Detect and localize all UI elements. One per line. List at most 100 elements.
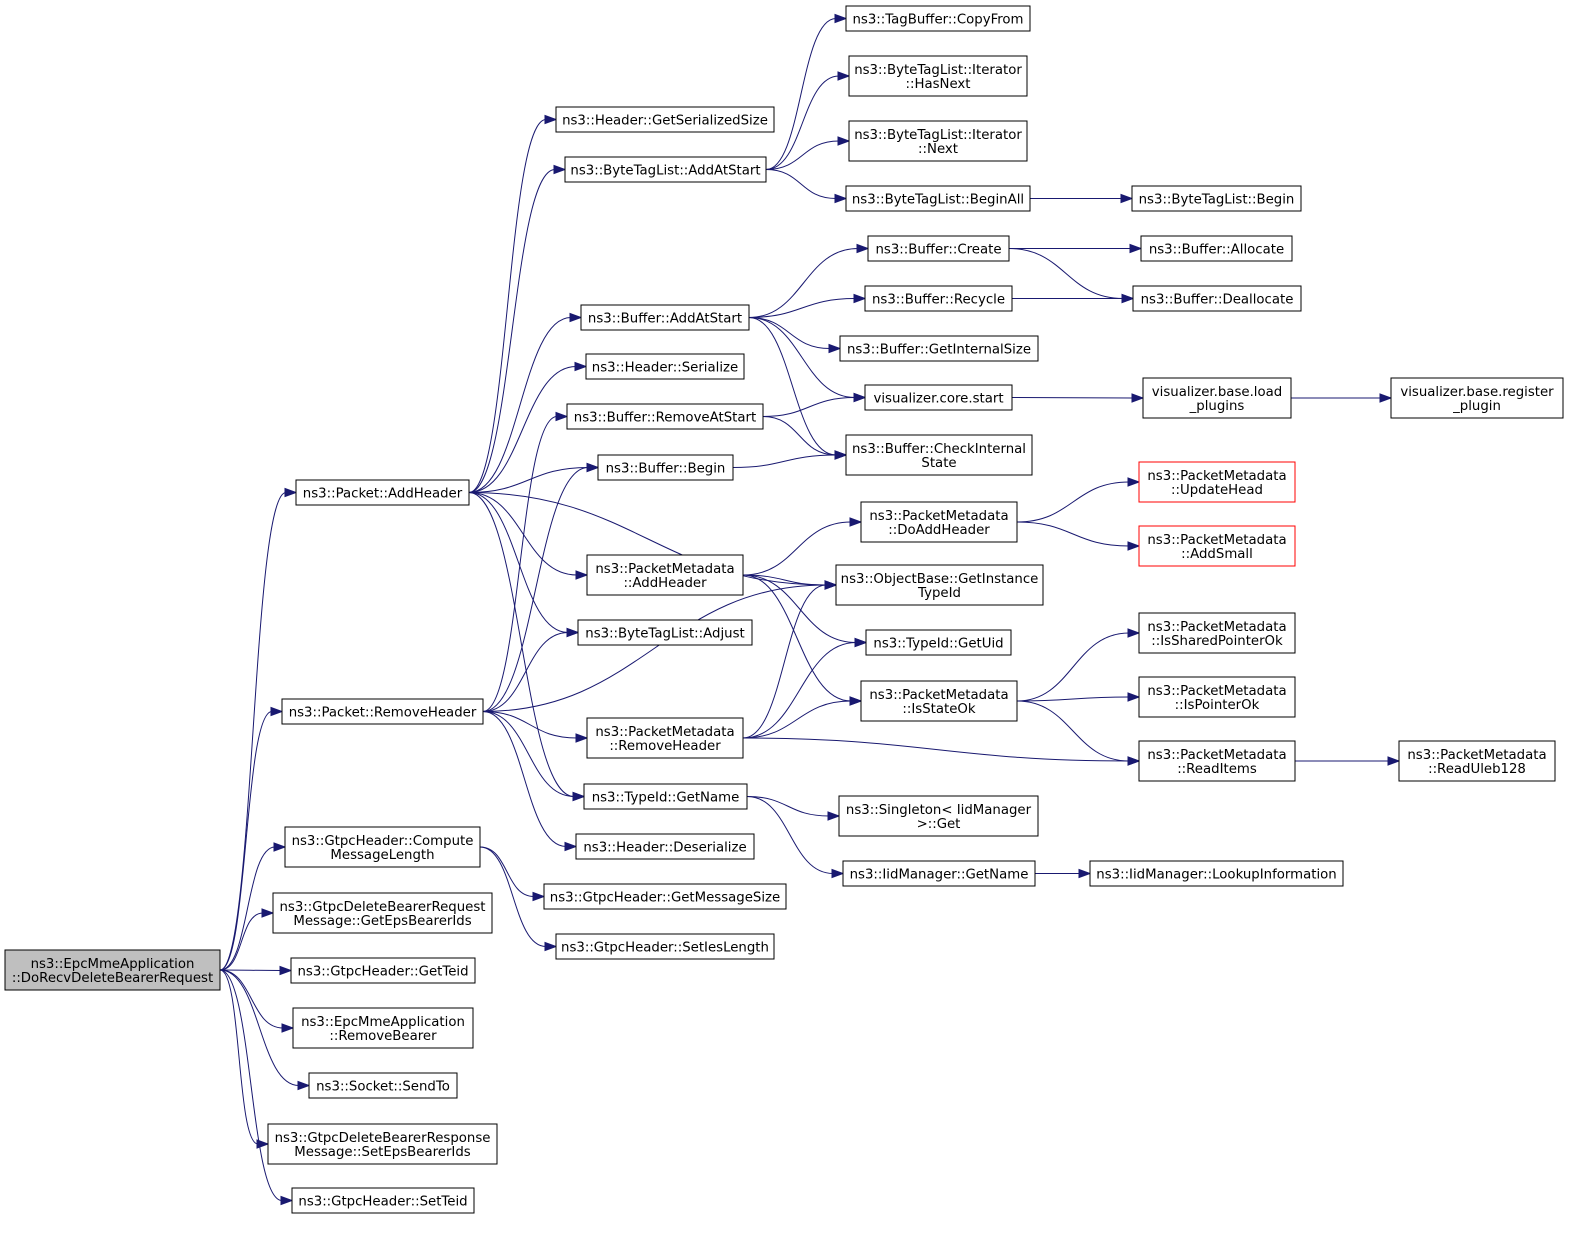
node-box xyxy=(1140,235,1293,262)
node-box xyxy=(566,403,764,430)
node-btl-iter-has-next[interactable]: ns3::ByteTagList::Iterator::HasNext xyxy=(848,55,1028,97)
node-pm-is-pointer-ok[interactable]: ns3::PacketMetadata::IsPointerOk xyxy=(1138,676,1296,718)
node-pm-do-add-header[interactable]: ns3::PacketMetadata::DoAddHeader xyxy=(860,501,1018,543)
node-pm-add-header[interactable]: ns3::PacketMetadata::AddHeader xyxy=(586,554,744,596)
node-box xyxy=(860,501,1018,543)
node-label: ns3::ByteTagList::Iterator xyxy=(854,128,1022,143)
node-box xyxy=(845,185,1031,212)
node-pm-read-items[interactable]: ns3::PacketMetadata::ReadItems xyxy=(1138,740,1296,782)
edge-root-to-set-eps-bearer-ids xyxy=(219,969,270,1149)
edge-buf-remove-at-start-to-buf-check-internal-state xyxy=(762,416,848,460)
edge-add-header-to-hdr-serialize xyxy=(468,361,588,493)
node-set-eps-bearer-ids[interactable]: ns3::GtpcDeleteBearerResponseMessage::Se… xyxy=(267,1123,498,1165)
node-buf-deallocate[interactable]: ns3::Buffer::Deallocate xyxy=(1132,285,1302,312)
edge-add-header-to-hdr-get-serialized-size xyxy=(468,114,558,493)
arrowhead xyxy=(544,941,558,952)
node-gtpc-get-message-size[interactable]: ns3::GtpcHeader::GetMessageSize xyxy=(543,883,787,910)
node-btl-begin-all[interactable]: ns3::ByteTagList::BeginAll xyxy=(845,185,1031,212)
node-box xyxy=(290,957,476,984)
node-gtpc-set-ies-length[interactable]: ns3::GtpcHeader::SetIesLength xyxy=(555,933,775,960)
node-get-teid[interactable]: ns3::GtpcHeader::GetTeid xyxy=(290,957,476,984)
node-buf-remove-at-start[interactable]: ns3::Buffer::RemoveAtStart xyxy=(566,403,764,430)
node-pm-is-shared-pointer-ok[interactable]: ns3::PacketMetadata::IsSharedPointerOk xyxy=(1138,612,1296,654)
node-pm-read-uleb128[interactable]: ns3::PacketMetadata::ReadUleb128 xyxy=(1398,740,1556,782)
edge-pm-remove-header-to-type-id-get-uid xyxy=(742,637,868,739)
node-buf-allocate[interactable]: ns3::Buffer::Allocate xyxy=(1140,235,1293,262)
arrowhead xyxy=(1387,756,1401,766)
node-btl-iter-next[interactable]: ns3::ByteTagList::Iterator::Next xyxy=(848,120,1028,162)
arrowhead xyxy=(1127,477,1141,487)
node-label: ns3::PacketMetadata xyxy=(595,725,734,740)
node-pm-remove-header[interactable]: ns3::PacketMetadata::RemoveHeader xyxy=(586,717,744,759)
edge-buf-recycle-to-buf-deallocate xyxy=(1011,293,1135,304)
node-label: visualizer.core.start xyxy=(873,392,1003,407)
node-box xyxy=(848,55,1028,97)
node-box xyxy=(597,454,734,481)
node-singleton-get[interactable]: ns3::Singleton< IidManager>::Get xyxy=(838,795,1039,837)
node-iid-lookup-information[interactable]: ns3::IidManager::LookupInformation xyxy=(1089,860,1344,887)
node-get-eps-bearer-ids[interactable]: ns3::GtpcDeleteBearerRequestMessage::Get… xyxy=(272,892,493,934)
edge-remove-header-to-pm-remove-header xyxy=(482,711,589,743)
edge-buf-create-to-buf-deallocate xyxy=(1008,248,1135,304)
edge-root-to-get-eps-bearer-ids xyxy=(219,908,275,971)
node-label: ns3::ByteTagList::Begin xyxy=(1139,193,1295,208)
node-label: ns3::PacketMetadata xyxy=(1147,533,1286,548)
node-label: ::IsStateOk xyxy=(902,702,975,717)
node-label: ns3::GtpcHeader::GetMessageSize xyxy=(550,891,780,906)
node-hdr-deserialize[interactable]: ns3::Header::Deserialize xyxy=(575,833,755,860)
edge-iid-get-name-to-iid-lookup-information xyxy=(1034,868,1092,879)
node-tag-buf-copy-from[interactable]: ns3::TagBuffer::CopyFrom xyxy=(845,5,1031,32)
node-label: ns3::ByteTagList::Adjust xyxy=(585,627,744,642)
node-type-id-get-uid[interactable]: ns3::TypeId::GetUid xyxy=(865,629,1012,656)
node-buf-add-at-start[interactable]: ns3::Buffer::AddAtStart xyxy=(580,304,750,331)
node-type-id-get-name[interactable]: ns3::TypeId::GetName xyxy=(583,783,748,810)
node-hdr-serialize[interactable]: ns3::Header::Serialize xyxy=(585,353,745,380)
node-root[interactable]: ns3::EpcMmeApplication::DoRecvDeleteBear… xyxy=(4,949,221,991)
node-buf-recycle[interactable]: ns3::Buffer::Recycle xyxy=(864,285,1013,312)
node-pm-is-state-ok[interactable]: ns3::PacketMetadata::IsStateOk xyxy=(860,680,1018,722)
node-label: ns3::GtpcHeader::GetTeid xyxy=(297,965,468,980)
arrowhead xyxy=(837,71,851,81)
edge-add-header-to-pm-add-header xyxy=(468,492,589,580)
node-btl-begin[interactable]: ns3::ByteTagList::Begin xyxy=(1131,185,1302,212)
node-send-to[interactable]: ns3::Socket::SendTo xyxy=(308,1072,458,1099)
edge-btl-add-at-start-to-tag-buf-copy-from xyxy=(765,13,848,170)
node-buf-begin[interactable]: ns3::Buffer::Begin xyxy=(597,454,734,481)
node-pm-update-head[interactable]: ns3::PacketMetadata::UpdateHead xyxy=(1138,461,1296,503)
node-label: ns3::Buffer::Create xyxy=(875,243,1001,258)
arrowhead xyxy=(569,312,583,323)
node-pm-add-small[interactable]: ns3::PacketMetadata::AddSmall xyxy=(1138,525,1296,567)
node-btl-adjust[interactable]: ns3::ByteTagList::Adjust xyxy=(577,619,753,646)
node-set-teid[interactable]: ns3::GtpcHeader::SetTeid xyxy=(291,1187,475,1214)
edge-buf-add-at-start-to-buf-recycle xyxy=(748,293,867,318)
arrowhead xyxy=(853,392,867,403)
node-box xyxy=(564,156,767,183)
node-add-header[interactable]: ns3::Packet::AddHeader xyxy=(295,479,470,506)
node-box xyxy=(1142,377,1292,419)
node-label: ns3::Singleton< IidManager xyxy=(846,803,1032,818)
node-vis-base-load-plugins[interactable]: visualizer.base.load_plugins xyxy=(1142,377,1292,419)
arrowhead xyxy=(575,570,589,580)
node-label: ::ReadUleb128 xyxy=(1428,762,1526,777)
node-box xyxy=(1138,740,1296,782)
node-vis-core-start[interactable]: visualizer.core.start xyxy=(864,384,1013,411)
node-iid-get-name[interactable]: ns3::IidManager::GetName xyxy=(842,860,1036,887)
node-hdr-get-serialized-size[interactable]: ns3::Header::GetSerializedSize xyxy=(555,106,775,133)
node-buf-get-internal-size[interactable]: ns3::Buffer::GetInternalSize xyxy=(839,335,1039,362)
node-remove-bearer[interactable]: ns3::EpcMmeApplication::RemoveBearer xyxy=(292,1007,474,1049)
edge-vis-core-start-to-vis-base-load-plugins xyxy=(1011,393,1145,403)
edge-pm-add-header-to-pm-do-add-header xyxy=(742,517,863,576)
node-btl-add-at-start[interactable]: ns3::ByteTagList::AddAtStart xyxy=(564,156,767,183)
arrowhead xyxy=(586,462,600,473)
node-box xyxy=(577,619,753,646)
node-remove-header[interactable]: ns3::Packet::RemoveHeader xyxy=(281,698,484,725)
node-vis-base-register-plugin[interactable]: visualizer.base.register_plugin xyxy=(1390,377,1564,419)
arrowhead xyxy=(566,627,580,638)
node-buf-create[interactable]: ns3::Buffer::Create xyxy=(867,235,1010,262)
node-box xyxy=(1132,285,1302,312)
node-box xyxy=(555,106,775,133)
arrowhead xyxy=(837,136,851,146)
